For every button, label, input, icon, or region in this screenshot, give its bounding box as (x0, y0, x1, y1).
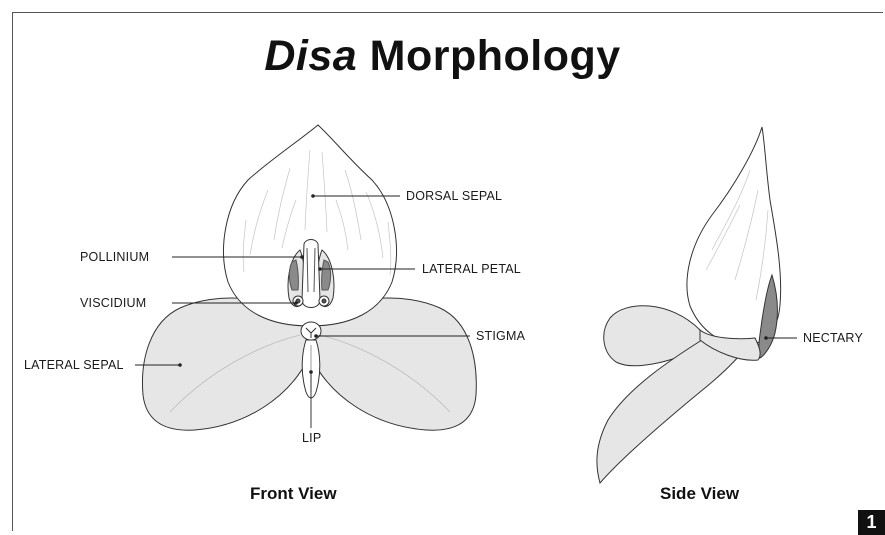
front-view-drawing (142, 125, 476, 430)
label-dorsal-sepal: DORSAL SEPAL (406, 189, 502, 203)
label-lip: LIP (302, 431, 321, 445)
side-view-drawing (597, 127, 781, 483)
label-pollinium: POLLINIUM (80, 250, 149, 264)
label-lateral-petal: LATERAL PETAL (422, 262, 521, 276)
label-stigma: STIGMA (476, 329, 526, 343)
label-nectary: NECTARY (803, 331, 863, 345)
label-viscidium: VISCIDIUM (80, 296, 146, 310)
label-lateral-sepal: LATERAL SEPAL (24, 358, 124, 372)
side-view-caption: Side View (660, 484, 739, 504)
column (302, 240, 320, 308)
front-view-caption: Front View (250, 484, 337, 504)
figure-number-badge: 1 (858, 510, 885, 535)
